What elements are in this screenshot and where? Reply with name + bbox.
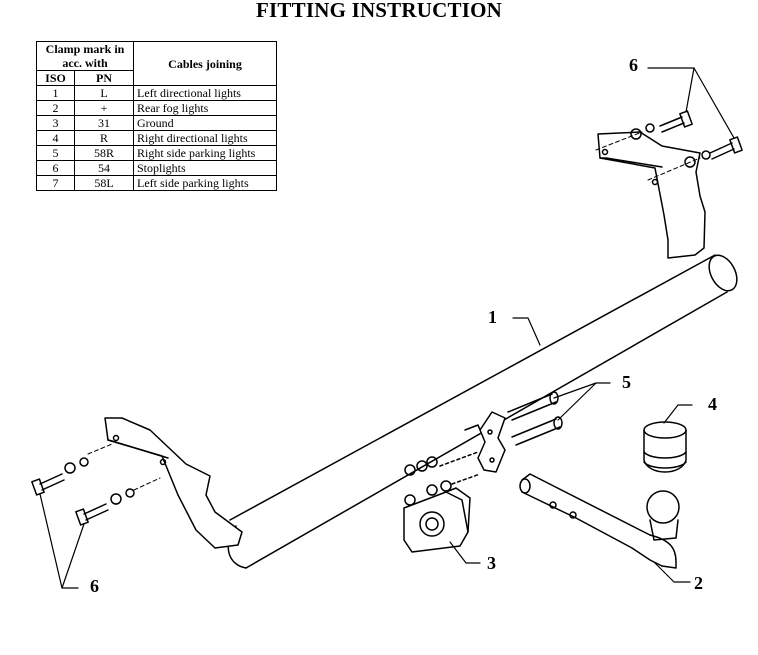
table-row: 2 + Rear fog lights	[36, 100, 277, 116]
callout-6-bottom: 6	[90, 576, 99, 596]
table-row: 4 R Right directional lights	[36, 130, 277, 146]
dashed-axes	[87, 131, 701, 491]
tow-ball	[646, 490, 680, 541]
cable-cell: Right directional lights	[133, 130, 277, 146]
cable-cell: Rear fog lights	[133, 100, 277, 116]
pn-header: PN	[74, 70, 134, 86]
page-title: FITTING INSTRUCTION	[256, 0, 502, 22]
cable-cell: Right side parking lights	[133, 145, 277, 161]
pn-cell: 58R	[74, 145, 134, 161]
right-bracket	[597, 131, 706, 259]
callout-5: 5	[622, 372, 631, 392]
table-subheader-row: ISO PN	[36, 70, 277, 86]
center-nuts	[404, 451, 481, 506]
left-bracket	[104, 417, 243, 549]
callout-2: 2	[694, 573, 703, 593]
callout-1: 1	[488, 307, 497, 327]
callout-6-top: 6	[629, 55, 638, 75]
ball-cap	[643, 421, 687, 473]
table-row: 5 58R Right side parking lights	[36, 145, 277, 161]
table-row: 6 54 Stoplights	[36, 160, 277, 176]
center-clamp-plate	[464, 411, 506, 473]
clamp-table: Clamp mark in acc. with Cables joining I…	[36, 41, 277, 191]
iso-cell: 7	[36, 175, 75, 191]
long-bolts	[507, 391, 563, 446]
callout-3: 3	[487, 553, 496, 573]
cable-cell: Left side parking lights	[133, 175, 277, 191]
leader-lines	[39, 67, 735, 589]
socket-plate	[403, 487, 471, 553]
bottom-left-bolts	[31, 457, 135, 526]
top-right-bolts	[630, 110, 743, 168]
callout-4: 4	[708, 394, 717, 414]
table-row: 7 58L Left side parking lights	[36, 175, 277, 191]
tow-ball-neck	[519, 473, 677, 569]
clamp-mark-header: Clamp mark in acc. with	[36, 41, 134, 71]
